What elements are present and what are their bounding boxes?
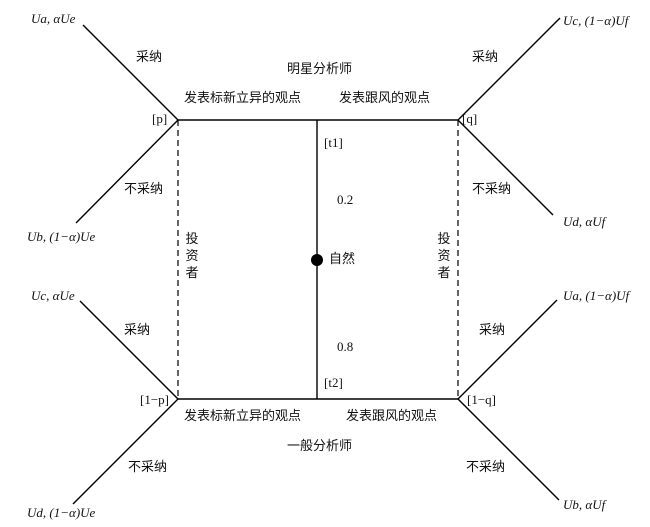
node-1-minus-q-label: [1−q] <box>467 392 496 407</box>
node-t1-label: [t1] <box>324 135 343 150</box>
node-q-label: [q] <box>462 111 478 126</box>
probability-bottom-label: 0.8 <box>337 339 354 354</box>
branch-bl-reject <box>72 398 179 505</box>
action-top-right-label: 发表跟风的观点 <box>339 91 431 106</box>
branch-br-reject <box>457 398 560 501</box>
adopt-label-bottom-right: 采纳 <box>479 323 506 338</box>
reject-label-bottom-right: 不采纳 <box>466 460 506 475</box>
action-bottom-right-label: 发表跟风的观点 <box>346 409 438 424</box>
payoff-top-left-reject: Ub, (1−α)Ue <box>27 229 96 244</box>
action-bottom-left-label: 发表标新立异的观点 <box>184 409 302 424</box>
node-p-label: [p] <box>152 111 168 126</box>
branch-tr-reject <box>457 119 554 216</box>
node-1-minus-p-label: [1−p] <box>140 392 169 407</box>
star-analyst-label: 明星分析师 <box>287 62 353 77</box>
payoff-bottom-right-reject: Ub, αUf <box>563 497 606 512</box>
branch-tl-adopt <box>82 24 179 121</box>
payoff-bottom-left-reject: Ud, (1−α)Ue <box>27 505 96 520</box>
adopt-label-top-right: 采纳 <box>472 50 499 65</box>
payoff-top-right-reject: Ud, αUf <box>563 214 606 229</box>
reject-label-top-left: 不采纳 <box>124 182 164 197</box>
investor-left-label: 投资者 <box>185 232 199 281</box>
branch-tl-reject <box>75 119 179 224</box>
branch-tr-adopt <box>457 17 561 121</box>
nature-label: 自然 <box>329 252 356 267</box>
payoff-bottom-left-adopt: Uc, αUe <box>31 288 75 303</box>
payoff-top-left-adopt: Ua, αUe <box>31 11 76 26</box>
reject-label-bottom-left: 不采纳 <box>128 460 168 475</box>
adopt-label-top-left: 采纳 <box>136 50 163 65</box>
nature-node <box>311 254 323 266</box>
branch-bl-adopt <box>79 300 179 400</box>
investor-right-label: 投资者 <box>437 232 451 281</box>
branch-br-adopt <box>457 299 558 400</box>
action-top-left-label: 发表标新立异的观点 <box>184 91 302 106</box>
node-t2-label: [t2] <box>324 375 343 390</box>
ordinary-analyst-label: 一般分析师 <box>287 439 353 454</box>
reject-label-top-right: 不采纳 <box>472 182 512 197</box>
adopt-label-bottom-left: 采纳 <box>124 323 151 338</box>
probability-top-label: 0.2 <box>337 192 354 207</box>
payoff-top-right-adopt: Uc, (1−α)Uf <box>563 13 629 28</box>
payoff-bottom-right-adopt: Ua, (1−α)Uf <box>563 288 630 303</box>
